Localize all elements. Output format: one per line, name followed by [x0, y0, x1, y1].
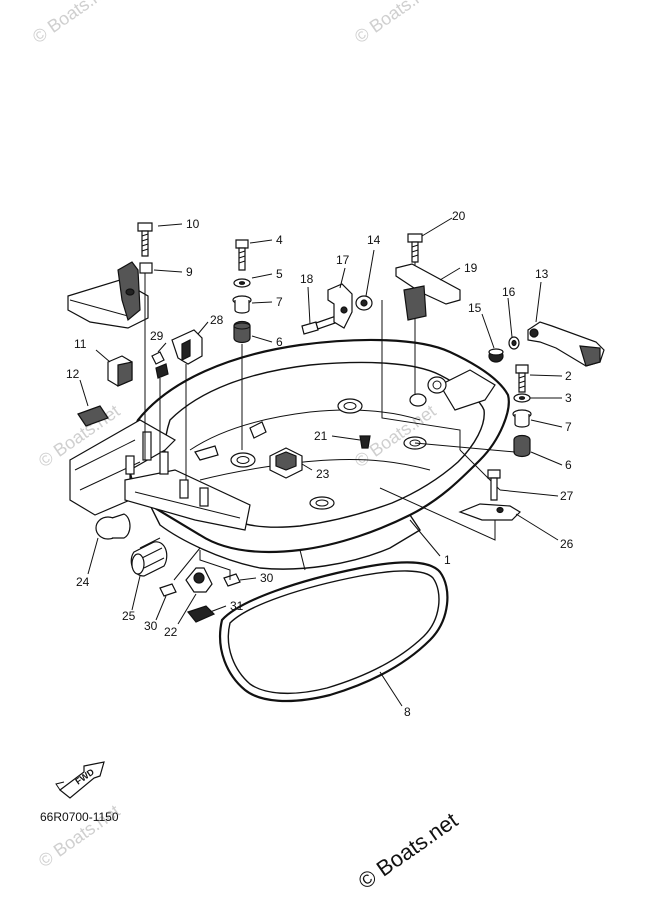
callout-9: 9 — [186, 265, 193, 279]
callout-20: 20 — [452, 209, 466, 223]
callout-12: 12 — [66, 367, 80, 381]
part-10-bolt — [137, 222, 153, 460]
watermark-top-right: © Boats.net — [351, 0, 440, 47]
callout-16: 16 — [502, 285, 516, 299]
part-31-pad — [186, 605, 216, 623]
part-15-grommet — [488, 348, 504, 363]
callout-29: 29 — [150, 329, 164, 343]
part-24-cap — [95, 513, 131, 540]
part-12-pad — [77, 405, 109, 427]
brand-watermark: © Boats.net — [354, 807, 463, 894]
fwd-arrow: FWD — [55, 761, 105, 799]
callout-18: 18 — [300, 272, 314, 286]
callout-8: 8 — [404, 705, 411, 719]
callout-30-left: 30 — [144, 619, 158, 633]
callout-25: 25 — [122, 609, 136, 623]
callout-7-left: 7 — [276, 295, 283, 309]
part-4-bolt — [235, 239, 249, 271]
callout-30-right: 30 — [260, 571, 274, 585]
part-21-fitting — [359, 435, 371, 449]
callout-28: 28 — [210, 313, 224, 327]
callout-10: 10 — [186, 217, 200, 231]
part-11-block — [107, 355, 133, 387]
callout-19: 19 — [464, 261, 478, 275]
part-17-bracket — [327, 283, 353, 329]
part-22-plug — [185, 567, 213, 593]
part-26-latch — [458, 469, 521, 521]
callout-leaders — [79, 217, 563, 707]
part-19-lever — [381, 263, 461, 410]
callout-27: 27 — [560, 489, 574, 503]
callout-4: 4 — [276, 233, 283, 247]
part-30-pad-left — [159, 583, 177, 597]
part-29-clip — [151, 351, 169, 460]
callout-22: 22 — [164, 625, 178, 639]
part-16-washer — [508, 336, 520, 350]
callout-15: 15 — [468, 301, 482, 315]
part-30-pad-right — [223, 573, 241, 587]
cowling-seal — [218, 561, 449, 703]
callout-23: 23 — [316, 467, 330, 481]
callout-21: 21 — [314, 429, 328, 443]
callout-6-right: 6 — [565, 458, 572, 472]
part-7-collar — [232, 295, 252, 314]
part-25-grommet — [130, 537, 168, 577]
bottom-cowling — [69, 338, 510, 571]
callout-labels: 1 2 3 4 5 6 6 7 7 8 9 10 11 12 13 14 15 … — [66, 209, 574, 719]
part-7-collar-right — [512, 409, 532, 428]
part-5-washer — [233, 278, 251, 288]
callout-24: 24 — [76, 575, 90, 589]
part-18-bolt — [301, 315, 339, 335]
callout-31: 31 — [230, 599, 244, 613]
callout-13: 13 — [535, 267, 549, 281]
callout-1: 1 — [444, 553, 451, 567]
callout-2: 2 — [565, 369, 572, 383]
callout-11: 11 — [74, 337, 87, 351]
watermark-top-left: © Boats.net — [29, 0, 118, 47]
callout-14: 14 — [367, 233, 381, 247]
part-3-washer — [513, 393, 531, 403]
callout-26: 26 — [560, 537, 574, 551]
part-14-collar — [355, 295, 373, 311]
callout-5: 5 — [276, 267, 283, 281]
part-23-plug — [269, 447, 303, 479]
part-28-bracket — [171, 329, 203, 480]
callout-7-right: 7 — [565, 420, 572, 434]
callout-17: 17 — [336, 253, 350, 267]
part-6-grommet — [233, 320, 251, 344]
callout-6-left: 6 — [276, 335, 283, 349]
part-9-bracket — [67, 261, 149, 329]
callout-3: 3 — [565, 391, 572, 405]
part-13-handle — [527, 321, 605, 367]
part-6-grommet-right — [513, 434, 531, 458]
diagram-code: 66R0700-1150 — [40, 810, 119, 824]
part-2-bolt — [515, 364, 529, 393]
